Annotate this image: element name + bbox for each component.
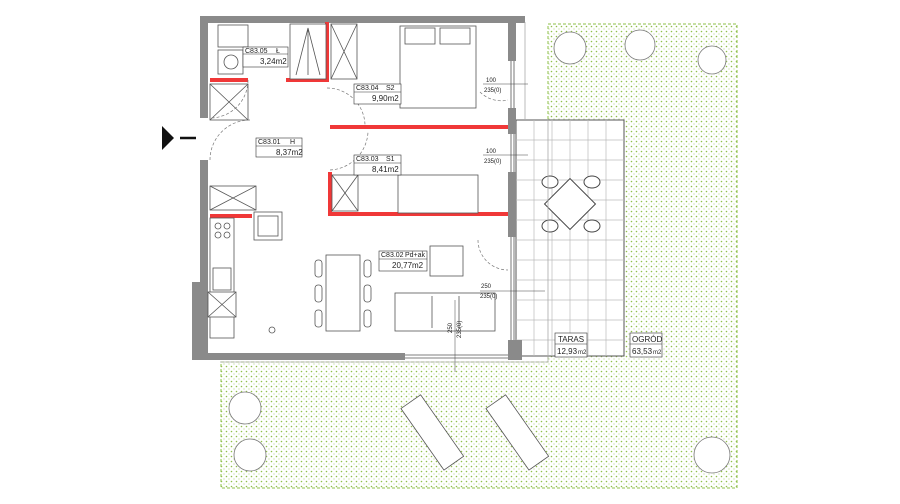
entrance-arrow-icon xyxy=(162,126,196,150)
sun-loungers xyxy=(400,394,550,471)
tree-icons xyxy=(228,29,731,474)
svg-text:235(0): 235(0) xyxy=(480,294,497,300)
svg-text:Pd+ak: Pd+ak xyxy=(405,252,426,259)
svg-text:3,24m2: 3,24m2 xyxy=(260,57,287,66)
svg-text:235(0): 235(0) xyxy=(484,159,501,165)
window-dimensions: 100 235(0) 100 235(0) 250 235(0) 250 235… xyxy=(448,78,545,372)
svg-text:235(0): 235(0) xyxy=(457,321,463,338)
svg-text:TARAS: TARAS xyxy=(558,335,584,344)
terrace xyxy=(515,119,625,357)
terrace-table xyxy=(541,175,601,233)
garden-label: OGRÓD 63,53 m2 xyxy=(629,332,662,358)
furniture xyxy=(207,23,496,339)
svg-text:C83.04: C83.04 xyxy=(356,85,379,92)
room-label-c83-04: C83.04 S2 9,90m2 xyxy=(353,83,402,105)
room-label-c83-03: C83.03 S1 8,41m2 xyxy=(353,154,402,176)
svg-text:m2: m2 xyxy=(653,350,662,356)
svg-text:C83.03: C83.03 xyxy=(356,156,379,163)
svg-text:C83.02: C83.02 xyxy=(381,252,404,259)
svg-text:8,41m2: 8,41m2 xyxy=(372,165,399,174)
svg-text:100: 100 xyxy=(486,78,497,84)
svg-text:H: H xyxy=(290,139,295,146)
svg-text:S1: S1 xyxy=(386,156,395,163)
svg-text:8,37m2: 8,37m2 xyxy=(276,148,303,157)
room-label-c83-01: C83.01 H 8,37m2 xyxy=(255,137,303,158)
door-swings xyxy=(209,79,509,271)
room-label-c83-05: C83.05 Ł 3,24m2 xyxy=(242,46,289,68)
svg-text:9,90m2: 9,90m2 xyxy=(372,94,399,103)
svg-text:235(0): 235(0) xyxy=(484,88,501,94)
svg-text:63,53: 63,53 xyxy=(632,347,653,356)
svg-text:20,77m2: 20,77m2 xyxy=(392,261,424,270)
svg-text:100: 100 xyxy=(486,149,497,155)
svg-text:250: 250 xyxy=(481,284,492,290)
red-walls xyxy=(210,22,508,218)
room-label-c83-02: C83.02 Pd+ak 20,77m2 xyxy=(378,250,428,272)
svg-text:C83.05: C83.05 xyxy=(245,48,268,55)
terrace-label: TARAS 12,93 m2 xyxy=(554,332,588,358)
svg-text:C83.01: C83.01 xyxy=(258,139,281,146)
svg-text:OGRÓD: OGRÓD xyxy=(632,335,662,344)
svg-text:Ł: Ł xyxy=(276,48,280,55)
windows xyxy=(220,22,549,363)
svg-text:S2: S2 xyxy=(386,85,395,92)
svg-text:250: 250 xyxy=(448,322,454,333)
exterior-walls xyxy=(192,16,525,360)
svg-text:12,93: 12,93 xyxy=(557,347,578,356)
svg-text:m2: m2 xyxy=(578,350,587,356)
